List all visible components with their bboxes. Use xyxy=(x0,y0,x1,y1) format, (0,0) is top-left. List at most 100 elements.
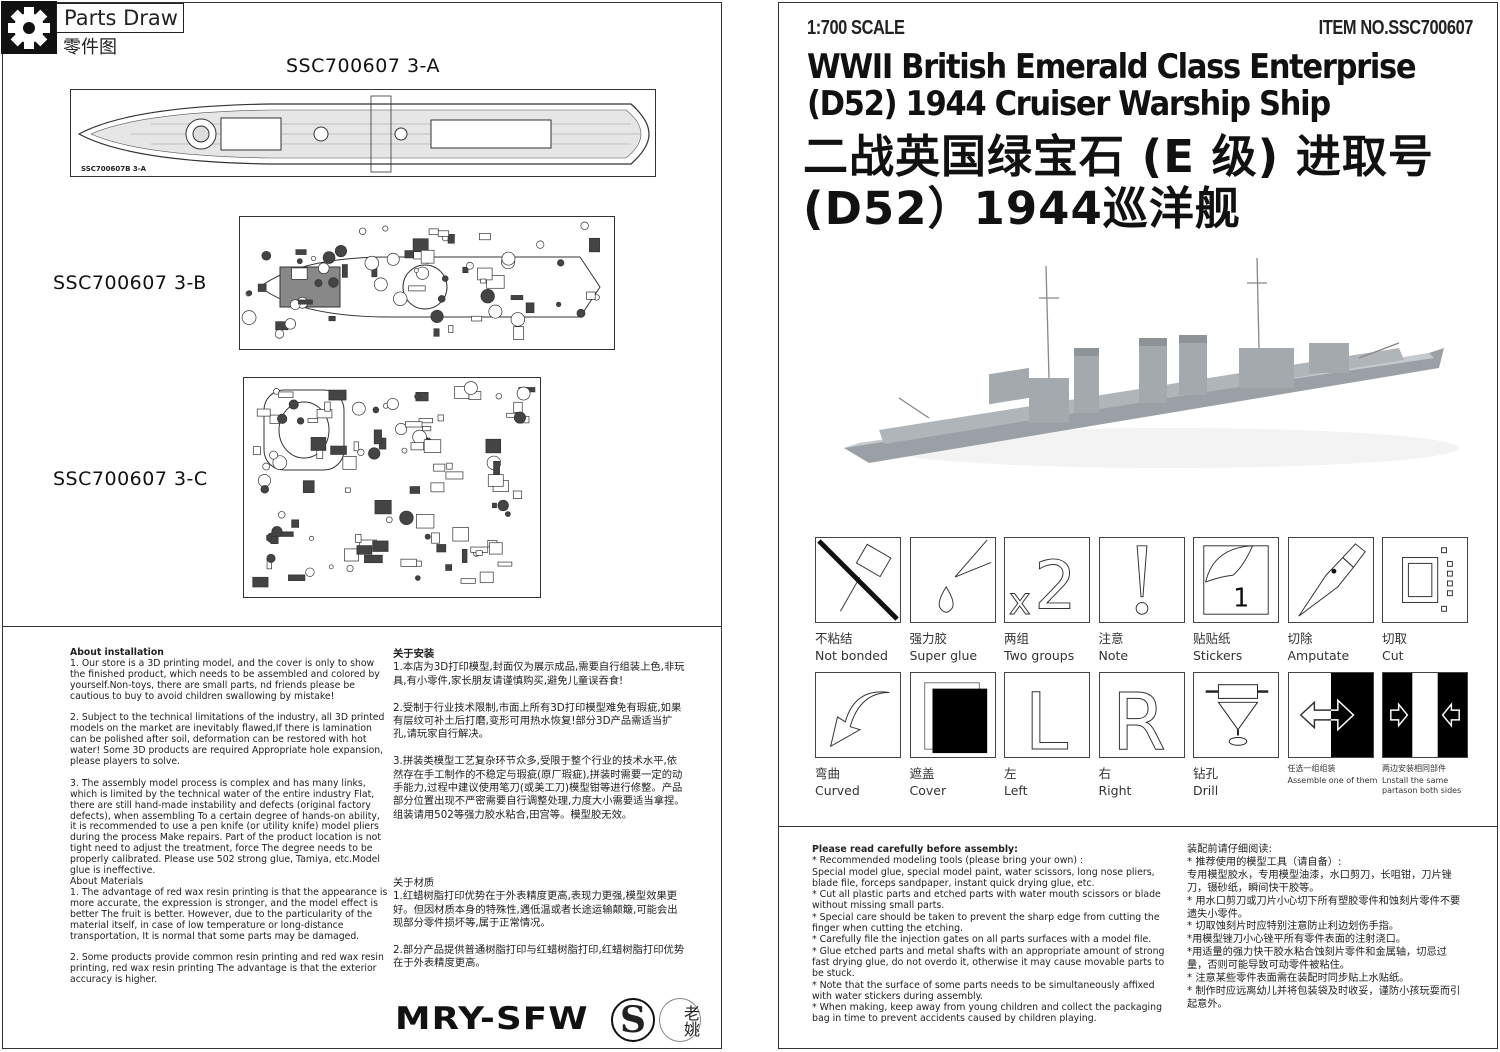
etched-part xyxy=(291,519,300,528)
note-line: * Carefully file the injection gates on … xyxy=(812,934,1152,946)
etched-part xyxy=(334,244,348,258)
etched-part xyxy=(328,277,339,288)
etched-part xyxy=(328,564,334,570)
etched-part xyxy=(278,391,294,398)
etched-part xyxy=(322,251,336,264)
sheet-b-label: SSC700607 3-B xyxy=(53,272,207,294)
etched-part xyxy=(408,285,426,292)
etched-part xyxy=(480,278,487,284)
etched-part xyxy=(296,417,305,425)
etched-part xyxy=(480,289,495,304)
etched-part xyxy=(437,230,450,237)
etched-part xyxy=(296,258,303,265)
etched-part xyxy=(415,575,421,581)
etched-part xyxy=(416,514,435,529)
note-icon xyxy=(1098,537,1185,623)
etched-part xyxy=(386,397,399,411)
etched-part xyxy=(252,446,261,456)
etched-part xyxy=(298,299,313,305)
svg-text:2: 2 xyxy=(1034,546,1076,622)
etched-part xyxy=(405,421,423,428)
etched-part xyxy=(260,485,269,494)
etched-part xyxy=(364,255,380,271)
etched-part xyxy=(328,389,347,401)
note-line: Special model glue, special model paint,… xyxy=(812,866,1155,889)
etched-part xyxy=(497,561,513,567)
etched-part xyxy=(485,438,502,454)
etched-part xyxy=(556,301,562,308)
title-cn-line1: 二战英国绿宝石 (E 级) 进取号 xyxy=(803,130,1434,183)
note-line: *用模型锉刀小心锉平所有零件表面的注射浇口。 xyxy=(1187,934,1407,946)
etched-part xyxy=(317,262,330,275)
etched-part xyxy=(423,439,442,453)
paragraph: 1.红蜡树脂打印优势在于外表精度更高,表现力更强,模型效果更好。但因材质本身的特… xyxy=(393,890,678,930)
etched-part xyxy=(257,474,271,488)
icon-label-en: Super glue xyxy=(909,648,978,663)
note-line: * Glue etched parts and metal shafts wit… xyxy=(812,945,1165,980)
sheet-b-image xyxy=(239,216,615,350)
paragraph: 2. Subject to the technical limitations … xyxy=(70,712,385,768)
etched-part xyxy=(589,237,600,253)
etched-part xyxy=(241,310,257,325)
etched-part xyxy=(305,567,315,577)
etched-part xyxy=(409,486,420,494)
etched-part xyxy=(399,510,414,525)
installation-cn: 关于安装 1.本店为3D打印模型,封面仅为展示成品,需要自行组装上色,非玩具,有… xyxy=(393,648,685,836)
etched-part xyxy=(351,401,366,416)
etched-part xyxy=(433,463,446,472)
etched-part xyxy=(510,295,524,301)
etched-part xyxy=(288,399,299,410)
icon-label-cn: 强力胶 xyxy=(909,631,948,646)
etched-part xyxy=(420,249,435,264)
etched-part xyxy=(430,309,444,323)
scale-label: 1:700 SCALE xyxy=(807,17,905,39)
etched-part xyxy=(493,460,500,475)
etched-part xyxy=(288,574,306,581)
etched-part xyxy=(431,532,440,544)
etched-part xyxy=(466,261,474,270)
etched-part xyxy=(488,304,503,319)
curved-icon xyxy=(815,672,901,758)
left-icon: L xyxy=(1004,672,1090,769)
etched-part xyxy=(436,544,447,553)
cover-icon xyxy=(909,672,996,758)
etched-part xyxy=(430,482,445,493)
installation-en-heading: About installation xyxy=(70,647,164,658)
note-line: * When making, keep away from young chil… xyxy=(812,1002,1163,1025)
etched-part xyxy=(346,564,354,573)
etched-part xyxy=(310,437,327,451)
title-cn-line2: (D52）1944巡洋舰 xyxy=(803,182,1241,235)
materials-en-heading: About Materials xyxy=(70,876,144,887)
etched-part xyxy=(418,418,433,424)
etched-part xyxy=(291,267,308,280)
installation-cn-heading: 关于安装 xyxy=(393,648,435,660)
etched-part xyxy=(501,251,516,266)
etched-part xyxy=(308,535,315,542)
etched-part xyxy=(357,448,365,456)
not-bonded-icon xyxy=(815,537,901,623)
ship-render-image xyxy=(839,257,1459,483)
etched-part xyxy=(393,291,408,306)
icon-label-en: Cover xyxy=(909,783,947,798)
brand-mark: S xyxy=(611,998,655,1042)
etched-part xyxy=(257,283,267,292)
etched-part xyxy=(437,295,446,303)
note-line: * Cut all plastic parts and etched parts… xyxy=(812,889,1161,912)
icon-label-en: Not bonded xyxy=(815,648,888,663)
paragraph: 3. The assembly model process is complex… xyxy=(70,777,381,877)
divider xyxy=(3,626,721,627)
icon-label-en: Cut xyxy=(1382,648,1404,663)
etched-part xyxy=(246,290,253,297)
etched-part xyxy=(311,255,317,261)
etched-part xyxy=(512,490,523,499)
etched-part xyxy=(261,250,272,261)
header-title: Parts Draw xyxy=(56,3,184,33)
etched-part xyxy=(415,266,430,280)
